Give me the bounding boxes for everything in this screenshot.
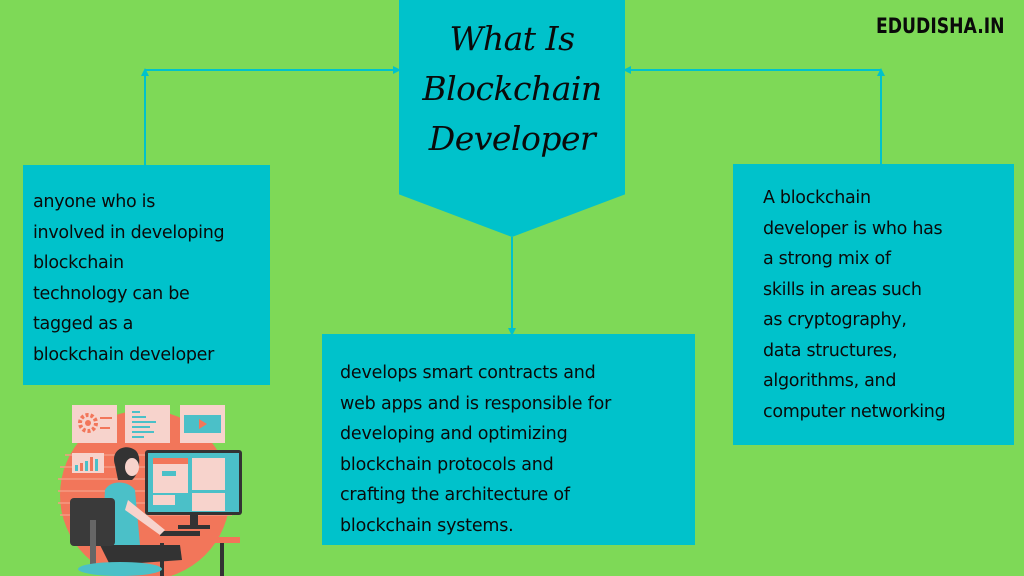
definition-box-center: develops smart contracts and web apps an… xyxy=(322,334,695,545)
title-banner xyxy=(399,0,625,237)
developer-at-computer-illustration xyxy=(58,405,242,576)
definition-box-left: anyone who is involved in developing blo… xyxy=(23,165,270,385)
definition-box-right: A blockchain developer is who has a stro… xyxy=(733,164,1014,445)
brand-logo-text: EDUDISHA.IN xyxy=(876,14,1005,38)
code-panel-icon xyxy=(125,405,170,443)
title-line-1: What Is xyxy=(449,19,575,58)
title-line-2: Blockchain xyxy=(422,69,602,108)
page-title: What Is Blockchain Developer xyxy=(399,14,625,164)
title-line-3: Developer xyxy=(428,119,596,158)
